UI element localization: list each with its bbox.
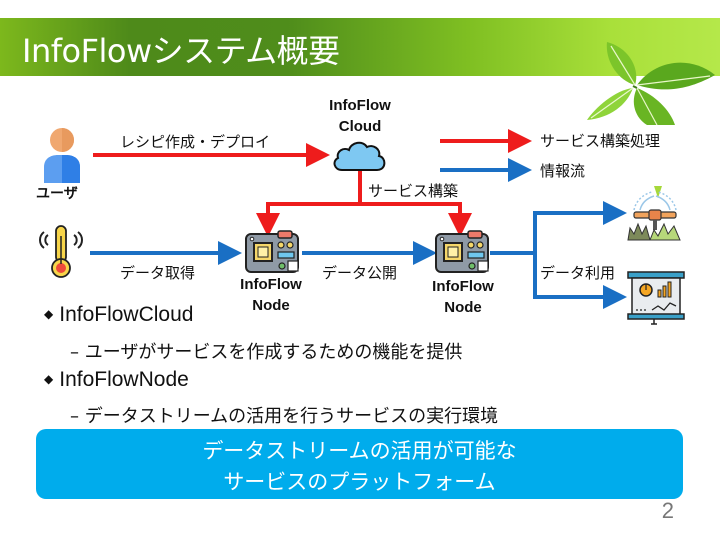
service-build-label: サービス構築 — [368, 182, 459, 200]
banner-line-2: サービスのプラットフォーム — [223, 470, 496, 494]
slide-title: InfoFlowシステム概要 — [22, 32, 340, 70]
recipe-deploy-label: レシピ作成・デプロイ — [120, 133, 271, 151]
diamond-bullet-icon: ◆ — [44, 372, 54, 386]
arrow-service-build — [256, 166, 362, 237]
node2-label: InfoFlow Node — [420, 276, 506, 318]
thermometer-sensor-icon — [39, 225, 83, 278]
banner-line-1: データストリームの活用が可能な — [202, 439, 517, 463]
page-number: 2 — [661, 498, 674, 523]
cloud-label: InfoFlow Cloud — [318, 95, 402, 137]
dashboard-board-icon — [627, 271, 685, 325]
node1-label-line2: Node — [252, 297, 290, 314]
title-bar — [0, 18, 720, 76]
summary-banner: データストリームの活用が可能な サービスのプラットフォーム — [36, 429, 683, 499]
cloud-label-line2: Cloud — [338, 118, 382, 135]
arrow-service-build-2 — [360, 202, 472, 237]
bullet-infoflowcloud: ◆ InfoFlowCloud — [44, 303, 193, 327]
bullet-infoflownode: ◆ InfoFlowNode — [44, 368, 189, 392]
bullet-title: InfoFlowNode — [59, 368, 189, 391]
arrow-data-use-2 — [533, 253, 627, 309]
node1-label-line1: InfoFlow — [240, 276, 302, 293]
sprinkler-icon — [627, 186, 681, 241]
cloud-icon — [333, 141, 386, 171]
node2-label-line2: Node — [444, 299, 482, 316]
node1-label: InfoFlow Node — [228, 274, 314, 316]
bullet-sub-infoflowcloud: – ユーザがサービスを作成するための機能を提供 — [70, 342, 463, 363]
legend-info-flow: 情報流 — [540, 162, 586, 180]
legend-service-build: サービス構築処理 — [540, 132, 661, 150]
node-board-icon — [245, 230, 299, 273]
arrow-data-use — [490, 201, 627, 255]
diamond-bullet-icon: ◆ — [44, 307, 54, 321]
user-label: ユーザ — [36, 186, 78, 202]
data-acquire-label: データ取得 — [120, 264, 196, 282]
node2-label-line1: InfoFlow — [432, 278, 494, 295]
bullet-title: InfoFlowCloud — [59, 303, 194, 326]
cloud-label-line1: InfoFlow — [329, 97, 391, 114]
node-board-icon — [435, 230, 489, 273]
bullet-sub-infoflownode: – データストリームの活用を行うサービスの実行環境 — [70, 406, 499, 427]
user-icon — [44, 128, 80, 183]
data-publish-label: データ公開 — [322, 264, 398, 282]
leaves-decoration-icon — [587, 42, 715, 125]
data-use-label: データ利用 — [540, 264, 616, 282]
